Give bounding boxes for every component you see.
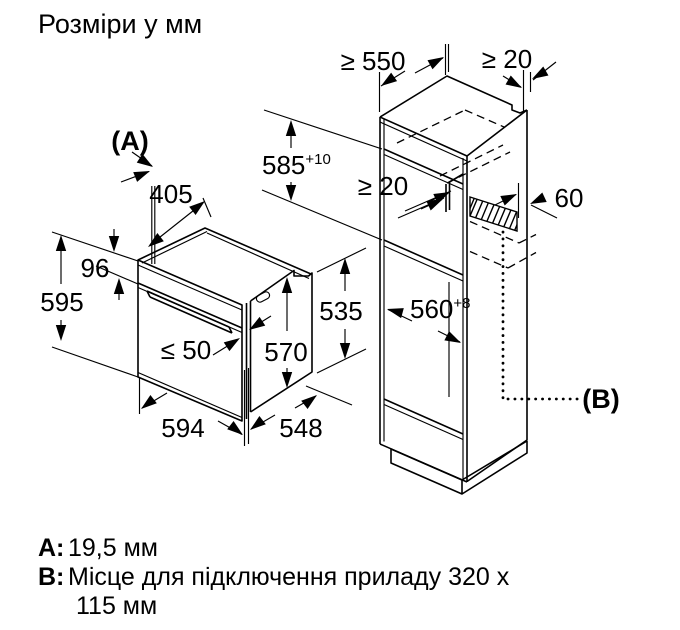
dim-label-oven-rear-height: 535 [319, 296, 362, 326]
legend-line-b2: 115 мм [76, 592, 157, 620]
dim-oven-top-depth: 405 [144, 179, 212, 252]
callout-b: (B) [582, 384, 619, 414]
dim-cabinet-top-depth: ≥ 550 [341, 44, 450, 112]
callout-a: (A) [111, 126, 156, 264]
connection-area-hatch [469, 196, 518, 232]
connection-leader-dotted [501, 230, 580, 401]
dim-label-niche-width: 560+8 [410, 294, 471, 324]
dim-oven-body-height: 570 [264, 277, 308, 388]
dim-label-oven-top-depth: 405 [149, 179, 192, 209]
dim-niche-rear-gap: ≥ 20 [358, 171, 453, 219]
dim-niche-height: 585+10 [261, 109, 383, 241]
page-title: Розміри у мм [38, 9, 202, 39]
dim-oven-depth: 548 [246, 385, 353, 443]
dim-label-oven-front-height: 595 [40, 287, 83, 317]
legend-line-b: B:Місце для підключення приладу 320 x [38, 563, 510, 591]
dim-label-oven-depth: 548 [279, 413, 322, 443]
dim-rear-clearance: 60 [494, 183, 584, 219]
dim-niche-width: 560+8 [385, 294, 471, 348]
dim-label-control-panel-height: 96 [81, 253, 110, 283]
side-grip-cutout [255, 291, 271, 303]
dim-label-cabinet-top-depth: ≥ 550 [341, 46, 406, 76]
cabinet-drawing [379, 75, 580, 495]
legend-line-a: A:19,5 мм [38, 534, 158, 562]
oven-drawing [137, 227, 313, 422]
callout-b-label: (B) [582, 384, 619, 414]
dim-cabinet-top-rear-gap: ≥ 20 [482, 44, 557, 112]
dim-label-oven-body-height: 570 [264, 337, 307, 367]
dim-label-niche-rear-gap: ≥ 20 [358, 171, 408, 201]
callout-a-label: (A) [111, 126, 148, 156]
legend: A:19,5 мм B:Місце для підключення прилад… [38, 534, 510, 620]
dim-label-rear-clearance: 60 [555, 183, 584, 213]
dim-oven-front-height: 595 [40, 231, 139, 378]
dim-label-door-clearance: ≤ 50 [161, 335, 211, 365]
dim-label-niche-height: 585+10 [262, 150, 331, 180]
dim-oven-rear-height: 535 [316, 247, 367, 374]
dim-label-cabinet-top-rear-gap: ≥ 20 [482, 44, 532, 74]
dim-oven-width: 594 [137, 368, 250, 446]
dim-label-oven-width: 594 [161, 413, 204, 443]
dim-control-panel-height: 96 [81, 229, 139, 300]
dim-door-clearance: ≤ 50 [161, 315, 272, 365]
